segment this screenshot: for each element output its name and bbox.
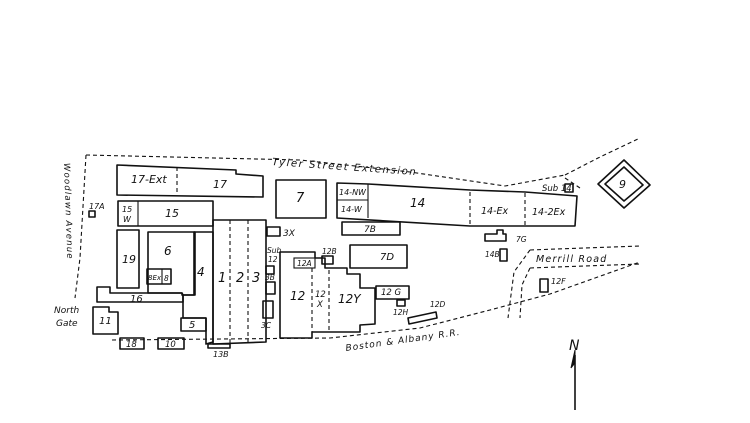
building-3b-top xyxy=(265,265,275,275)
building-12x-label-1: 12 xyxy=(315,290,326,300)
building-12d-label: 12D xyxy=(430,300,446,309)
building-12h xyxy=(396,299,406,307)
building-7-label: 7 xyxy=(296,191,305,206)
building-14-group: 14-NW 14-W 14 14-Ex 14-2Ex xyxy=(336,182,578,227)
north-gate-label-2: Gate xyxy=(56,319,78,329)
building-12-group: 12A 12 12 X 12Y xyxy=(279,251,376,339)
merrill-road xyxy=(507,245,641,319)
building-15-group: 15 W 15 xyxy=(117,200,214,227)
building-12g-label: 12 G xyxy=(381,288,402,298)
building-7b xyxy=(341,221,401,236)
building-7g xyxy=(484,229,507,242)
railroad-label: Boston & Albany R.R. xyxy=(345,328,461,354)
building-19-label: 19 xyxy=(122,253,136,266)
building-1-label: 1 xyxy=(218,271,226,286)
building-12y-label: 12Y xyxy=(338,292,362,306)
north-arrow-label: N xyxy=(569,338,580,354)
sub12-label-1: Sub xyxy=(267,246,282,255)
building-12b xyxy=(321,255,334,265)
tyler-street-label: Tyler Street Extension xyxy=(272,157,418,178)
building-14-label: 14 xyxy=(410,196,425,210)
building-12f-label: 12F xyxy=(551,277,566,286)
north-arrow: N xyxy=(569,338,580,410)
building-8-label: 8 xyxy=(164,274,169,283)
building-3b-label: 3B xyxy=(265,273,275,282)
building-16 xyxy=(96,286,184,303)
building-14b-label: 14B xyxy=(485,250,500,259)
building-11-label: 11 xyxy=(99,316,112,327)
building-18 xyxy=(119,337,145,350)
building-10-label: 10 xyxy=(165,340,176,350)
building-3c xyxy=(262,300,274,319)
building-14nw-label: 14-NW xyxy=(339,188,367,197)
building-10 xyxy=(157,337,185,350)
building-4 xyxy=(182,231,214,345)
building-4-label: 4 xyxy=(197,265,205,279)
building-7 xyxy=(275,179,327,219)
building-18-label: 18 xyxy=(126,340,137,350)
building-14b xyxy=(499,248,508,262)
building-17a xyxy=(88,210,96,218)
building-12g xyxy=(375,285,410,300)
building-15-label: 15 xyxy=(165,207,179,220)
building-13b xyxy=(207,343,231,349)
sub14-label: Sub 14 xyxy=(542,184,572,194)
building-12f xyxy=(539,278,549,293)
building-14w-label: 14-W xyxy=(341,205,363,214)
merrill-road-label: Merrill Road xyxy=(536,254,607,265)
building-12a-label: 12A xyxy=(297,259,312,268)
building-7g-label: 7G xyxy=(516,235,527,244)
building-6-label: 6 xyxy=(164,244,172,258)
building-15w-label-2: W xyxy=(123,215,132,224)
building-7d-label: 7D xyxy=(380,252,394,263)
building-8ex-label: 8Ex xyxy=(148,274,162,282)
building-19 xyxy=(116,229,140,289)
building-3b xyxy=(265,281,276,295)
building-1-2-3-group: 1 2 3 xyxy=(212,219,267,345)
building-12b-label: 12B xyxy=(322,247,337,256)
building-9-label: 9 xyxy=(619,178,626,191)
building-15w-label-1: 15 xyxy=(122,205,132,214)
building-5-label: 5 xyxy=(189,320,195,331)
building-9 xyxy=(597,159,651,209)
building-7b-label: 7B xyxy=(364,225,376,235)
property-boundary xyxy=(74,137,641,341)
building-11 xyxy=(92,306,119,335)
sub12-label-2: 12 xyxy=(268,255,278,264)
north-gate-label-1: North xyxy=(54,306,79,316)
building-6 xyxy=(147,231,196,296)
building-2-label: 2 xyxy=(236,271,244,286)
building-142ex-label: 14-2Ex xyxy=(532,207,566,218)
building-17ext-group: 17-Ext 17 xyxy=(116,164,264,198)
building-17a-label: 17A xyxy=(89,202,105,211)
sub14-building xyxy=(564,183,574,193)
building-17-label: 17 xyxy=(213,178,227,191)
building-12-label: 12 xyxy=(290,289,305,303)
building-17ext-label: 17-Ext xyxy=(131,173,167,186)
building-5 xyxy=(180,317,207,332)
woodlawn-avenue-label: Woodlawn Avenue xyxy=(61,163,74,260)
building-3x-label: 3X xyxy=(283,229,296,239)
building-12h-label: 12H xyxy=(393,308,409,317)
building-14ex-label: 14-Ex xyxy=(481,206,509,217)
building-12d xyxy=(407,311,438,325)
building-3x xyxy=(266,226,281,237)
building-3c-label: 3C xyxy=(261,321,272,330)
building-13b-label: 13B xyxy=(213,350,229,359)
building-7d xyxy=(349,244,408,269)
building-3-label: 3 xyxy=(252,271,260,286)
building-16-label: 16 xyxy=(130,294,143,305)
building-12x-label-2: X xyxy=(316,300,323,310)
building-8-group: 8Ex 8 xyxy=(146,268,172,285)
